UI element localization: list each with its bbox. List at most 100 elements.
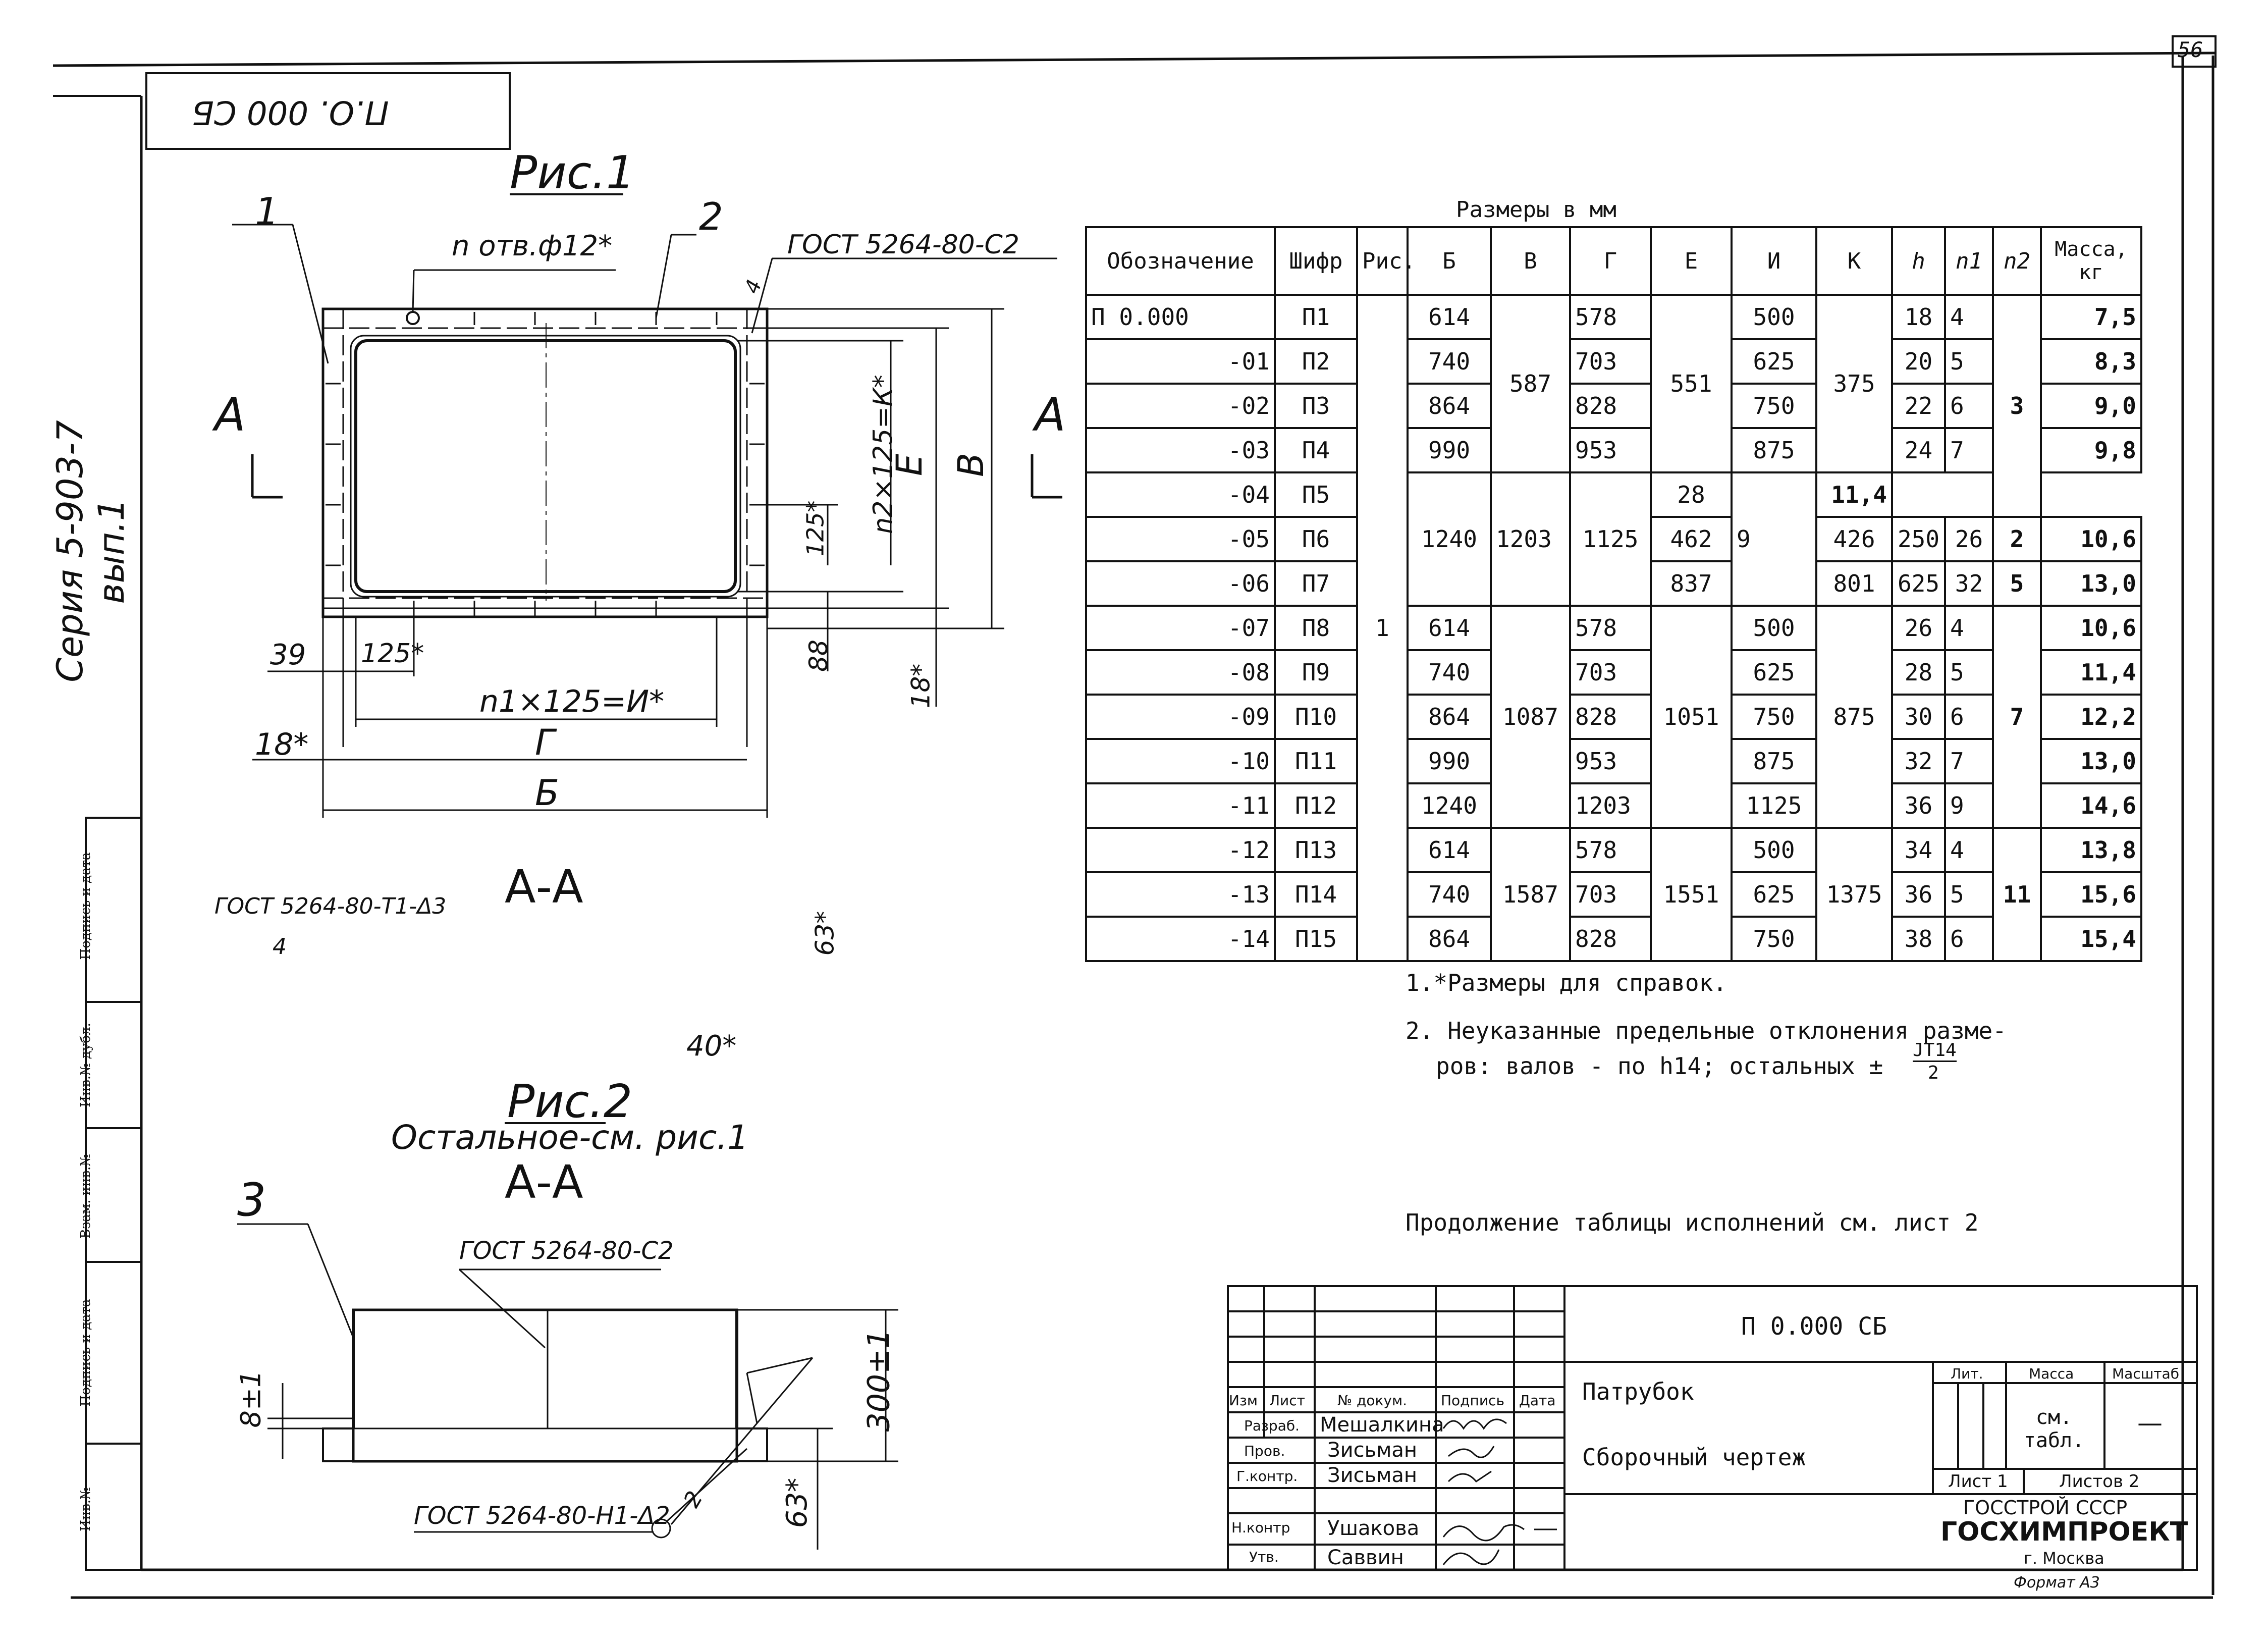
table-cell: 2 [1992,516,2042,562]
table-cell: -02 [1085,383,1276,429]
table-cell: -01 [1085,338,1276,385]
tb-org2: ГОСХИМПРОЕКТ [1940,1517,2188,1547]
table-cell: П6 [1274,516,1358,562]
table-cell: 990 [1407,427,1492,473]
table-cell: 15,4 [2040,916,2142,962]
table-cell: 24 [1891,427,1946,473]
header-cell: К [1815,226,1893,296]
table-cell: 614 [1407,827,1492,873]
tb-utv: Саввин [1327,1546,1404,1569]
table-cell: П15 [1274,916,1358,962]
header-cell: n1 [1944,226,1994,296]
table-cell: 10,6 [2040,516,2142,562]
tb-scale-label: Масштаб [2112,1365,2180,1382]
tb-col-list: Лист [1269,1392,1305,1409]
table-cell: 20 [1891,338,1946,385]
tb-org1: ГОССТРОЙ СССР [1963,1497,2128,1519]
table-cell: 9 [1944,782,1994,829]
table-cell: П13 [1274,827,1358,873]
fig1-drawing [232,193,1062,818]
table-cell: 22 [1891,383,1946,429]
fig2-gost-bottom: ГОСТ 5264-80-Н1-Δ2 [414,1502,670,1530]
note-2a: 2. Неуказанные предельные отклонения раз… [1406,1017,2007,1044]
header-cell: Рис. [1356,226,1416,296]
tb-scale-value: — [2137,1408,2163,1438]
position-3: 3 [237,1174,266,1227]
table-cell: 32 [1891,738,1946,784]
table-cell: 13,8 [2040,827,2142,873]
tb-col-date: Дата [1519,1392,1556,1409]
table-cell: 28 [1891,649,1946,696]
tb-sheet-label: Лист 1 [1948,1471,2008,1492]
dim-g: Г [535,722,555,763]
tb-col-doc: № докум. [1337,1392,1408,1409]
table-cell: 864 [1407,383,1492,429]
table-cell: 9,8 [2040,427,2142,473]
table-cell: -08 [1085,649,1276,696]
table-cell: П2 [1274,338,1358,385]
table-cell: 953 [1569,427,1652,473]
table-cell: 5 [1944,649,1994,696]
section1-dim-40: 40* [686,1030,737,1063]
header-cell: И [1731,226,1817,296]
table-cell: 740 [1407,338,1492,385]
table-cell: 5 [1992,560,2042,607]
table-cell: 953 [1569,738,1652,784]
table-cell: 28 [1650,471,1733,518]
fig2-subtitle: Остальное-см. рис.1 [391,1118,749,1157]
header-cell: Обозначение [1085,226,1276,296]
tb-razrab-label: Разраб. [1244,1417,1300,1434]
table-cell: 1203 [1569,782,1652,829]
table-cell: 1240 [1407,782,1492,829]
table-cell: 26 [1891,605,1946,651]
table-cell: 375 [1815,294,1893,473]
table-cell: 578 [1569,294,1652,340]
table-cell: 4 [1944,827,1994,873]
table-cell: П8 [1274,605,1358,651]
table-cell: 578 [1569,605,1652,651]
table-cell: 750 [1731,916,1817,962]
tb-doc-type: Сборочный чертеж [1582,1444,1806,1471]
table-cell: 864 [1407,916,1492,962]
table-cell: -03 [1085,427,1276,473]
table-cell: 5 [1944,338,1994,385]
table-cell: -09 [1085,694,1276,740]
table-cell: 614 [1407,605,1492,651]
table-cell: 7 [1992,605,2042,829]
dim-i: n1×125=И* [479,684,665,719]
table-cell: 625 [1731,871,1817,918]
tb-prov: Зисьман [1327,1439,1418,1462]
tb-massa-label: Масса [2029,1365,2074,1382]
dim-39: 39 [270,639,306,671]
note-2-fraction-top: JT14 [1913,1040,1957,1062]
table-cell: 13,0 [2040,738,2142,784]
tb-designation: П 0.000 СБ [1741,1312,1887,1341]
table-cell: 828 [1569,916,1652,962]
table-cell: 7,5 [2040,294,2142,340]
fig1-title: Рис.1 [510,146,635,199]
table-cell: 801 [1815,560,1893,607]
table-cell: П1 [1274,294,1358,340]
table-cell: 462 [1650,516,1733,562]
table-cell: 10,6 [2040,605,2142,651]
note-2b: ров: валов - по h14; остальных ± [1436,1052,1883,1080]
fig2-section: А-А [505,1156,583,1209]
table-cell: 625 [1891,560,1946,607]
table-cell: 26 [1944,516,1994,562]
table-cell: 250 [1891,516,1946,562]
table-cell: 625 [1731,649,1817,696]
section1-weld: 4 [273,934,287,960]
header-cell: Масса, кг [2040,226,2142,296]
table-cell: 990 [1407,738,1492,784]
tb-col-sign: Подпись [1441,1392,1504,1409]
header-cell: n2 [1992,226,2042,296]
